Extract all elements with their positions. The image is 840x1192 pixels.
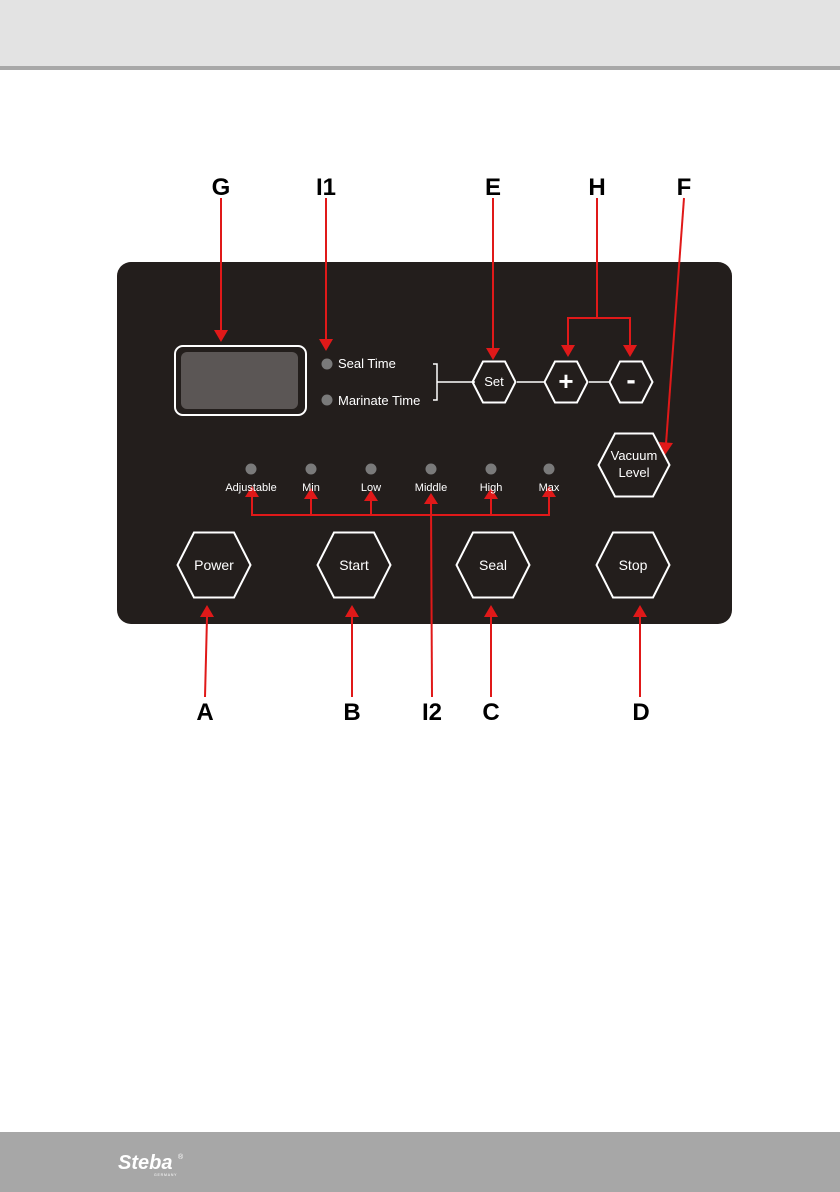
seal-button[interactable]: Seal	[455, 531, 531, 599]
minus-button[interactable]: -	[608, 360, 654, 404]
minus-button-label: -	[608, 366, 654, 394]
seal-button-label: Seal	[455, 557, 531, 573]
callout-e: E	[473, 174, 513, 202]
plus-button[interactable]: +	[543, 360, 589, 404]
led-high	[486, 464, 497, 475]
level-label-max: Max	[509, 482, 589, 494]
callout-c: C	[471, 699, 511, 727]
vacuum-level-label-2: Level	[597, 465, 671, 481]
plus-button-label: +	[543, 368, 589, 394]
callout-g: G	[201, 174, 241, 202]
marinate-time-led	[322, 395, 333, 406]
set-button-label: Set	[471, 374, 517, 390]
set-button[interactable]: Set	[471, 360, 517, 404]
led-middle	[426, 464, 437, 475]
callout-b: B	[332, 699, 372, 727]
seal-time-led	[322, 359, 333, 370]
callout-h: H	[577, 174, 617, 202]
svg-text:GERMANY: GERMANY	[154, 1173, 177, 1177]
svg-text:Steba: Steba	[118, 1152, 172, 1174]
callout-i1: I1	[306, 174, 346, 202]
stop-button[interactable]: Stop	[595, 531, 671, 599]
callout-f: F	[664, 174, 704, 202]
svg-text:®: ®	[178, 1153, 184, 1161]
vacuum-level-button[interactable]: Vacuum Level	[597, 432, 671, 498]
power-button-label: Power	[176, 557, 252, 573]
callout-i2: I2	[412, 699, 452, 727]
start-button[interactable]: Start	[316, 531, 392, 599]
vacuum-level-label-1: Vacuum	[597, 448, 671, 464]
display-screen	[181, 352, 298, 409]
seal-time-label: Seal Time	[338, 356, 396, 371]
start-button-label: Start	[316, 557, 392, 573]
stop-button-label: Stop	[595, 557, 671, 573]
led-min	[306, 464, 317, 475]
led-max	[544, 464, 555, 475]
power-button[interactable]: Power	[176, 531, 252, 599]
led-adjustable	[246, 464, 257, 475]
callout-d: D	[621, 699, 661, 727]
marinate-time-label: Marinate Time	[338, 393, 420, 408]
led-low	[366, 464, 377, 475]
callout-a: A	[185, 699, 225, 727]
steba-logo: Steba ® GERMANY	[116, 1150, 200, 1178]
